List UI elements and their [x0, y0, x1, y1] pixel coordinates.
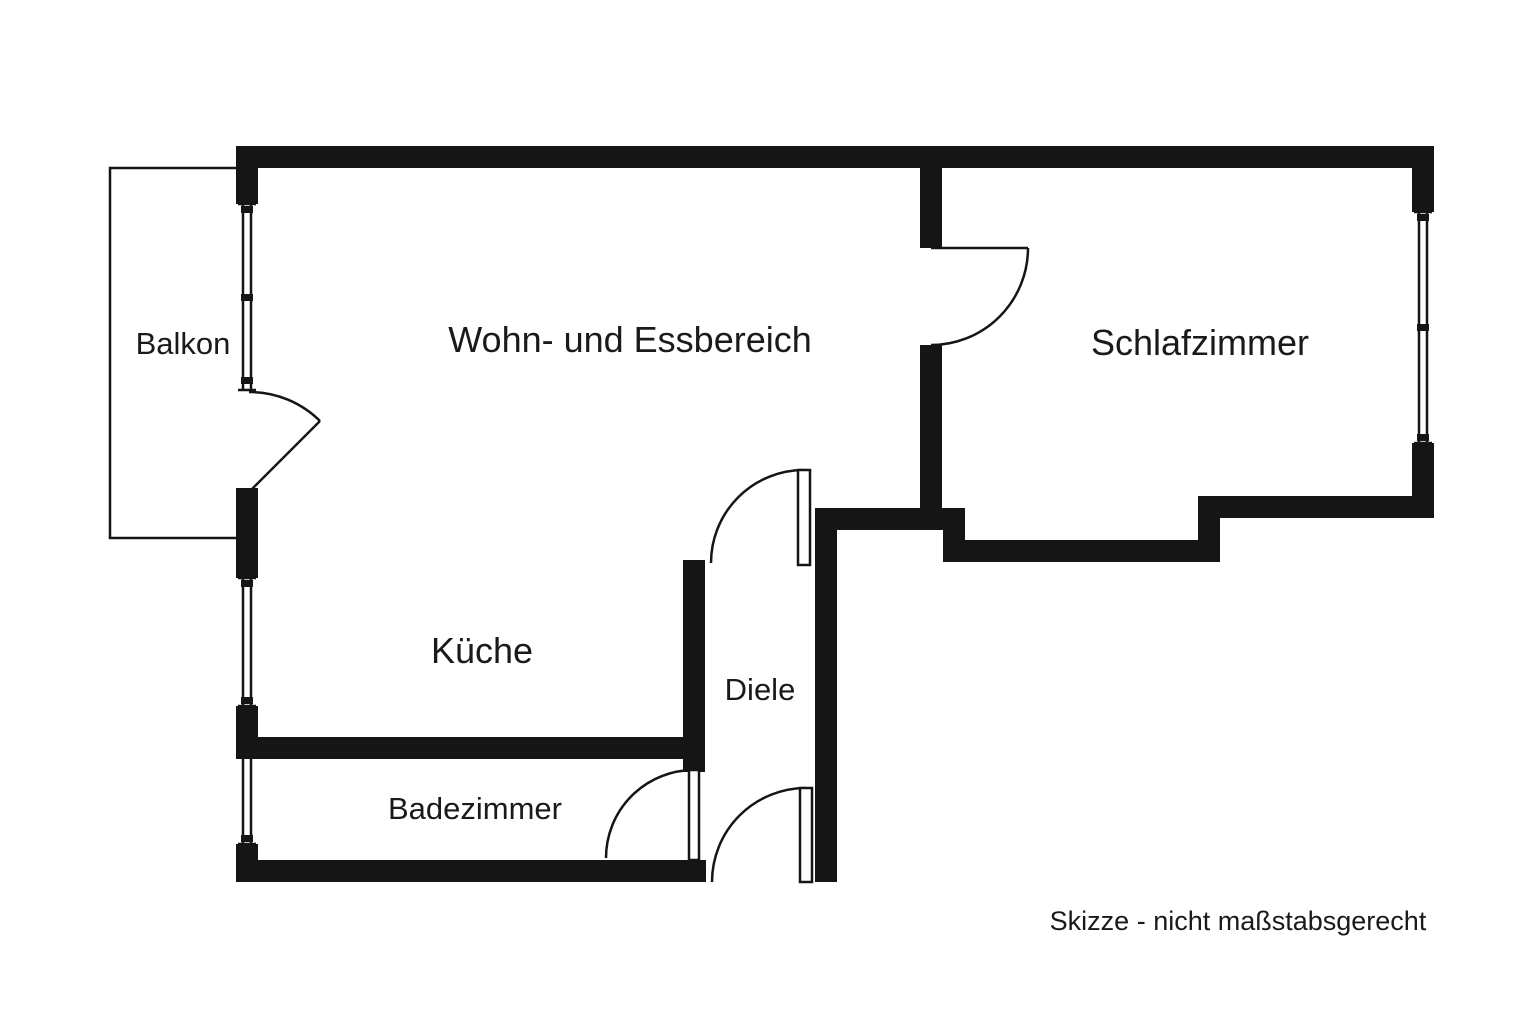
door-swing-bedroom [930, 246, 1030, 347]
room-label-wohn-essbereich: Wohn- und Essbereich [448, 319, 812, 360]
window-icon-kitchen [238, 576, 256, 708]
wall-hall-left [683, 560, 705, 772]
door-swing-hall-top [709, 468, 812, 567]
door-leaf-hall-top [796, 468, 812, 567]
doors [248, 246, 1030, 884]
wall-left-stub-top [236, 146, 258, 204]
door-swing-entrance [710, 786, 814, 884]
wall-bottom [236, 860, 706, 882]
windows [238, 202, 1432, 846]
wall-kitchen-bath [236, 737, 705, 759]
wall-left-stub-mid [236, 488, 258, 578]
window-icon-bedroom [1414, 210, 1432, 445]
scale-note: Skizze - nicht maßstabsgerecht [1050, 906, 1427, 936]
wall-bedroom-bottom-long [943, 540, 1220, 562]
window-icon-bathroom [238, 746, 256, 846]
wall-top [236, 146, 1434, 168]
room-label-badezimmer: Badezimmer [388, 791, 562, 826]
room-label-diele: Diele [725, 672, 796, 707]
door-swing-balcony [248, 390, 321, 493]
wall-bedroom-bottom-right [1198, 496, 1434, 518]
wall-hall-right [815, 508, 837, 882]
window-icon-balcony [238, 202, 256, 392]
room-label-kueche: Küche [431, 630, 533, 671]
wall-divider-upper [920, 146, 942, 248]
room-labels: Balkon Wohn- und Essbereich Schlafzimmer… [136, 319, 1427, 936]
balcony-outline [108, 166, 236, 540]
door-leaf-entrance [798, 786, 814, 884]
door-leaf-bathroom [687, 768, 701, 862]
wall-hall-top [815, 508, 965, 530]
wall-divider-lower [920, 345, 942, 530]
door-swing-bathroom [604, 768, 701, 862]
room-label-schlafzimmer: Schlafzimmer [1091, 322, 1309, 363]
room-label-balkon: Balkon [136, 326, 231, 361]
wall-right-upper [1412, 146, 1434, 212]
walls [236, 146, 1434, 882]
